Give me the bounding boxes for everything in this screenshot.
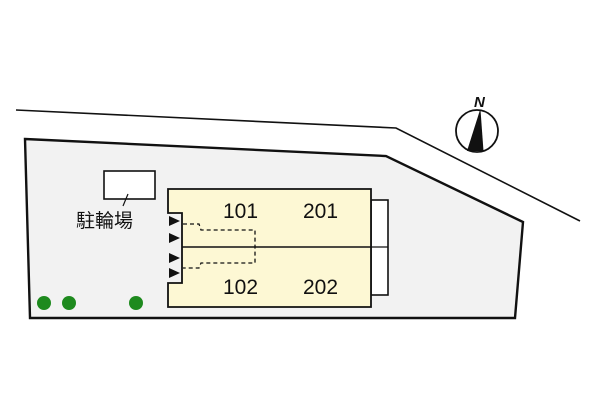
tree-icon bbox=[129, 296, 143, 310]
unit-201-label: 201 bbox=[303, 200, 338, 223]
bicycle-parking-label: 駐輪場 bbox=[76, 210, 133, 232]
tree-icons bbox=[37, 296, 143, 310]
north-label: N bbox=[474, 94, 486, 111]
unit-202-label: 202 bbox=[303, 276, 338, 299]
bicycle-parking-leader bbox=[122, 193, 129, 207]
unit-102-label: 102 bbox=[223, 276, 258, 299]
tree-icon bbox=[62, 296, 76, 310]
bicycle-parking-area bbox=[103, 170, 156, 200]
entrance-arrow-icons bbox=[169, 216, 180, 278]
north-compass-icon: N bbox=[455, 94, 499, 153]
tree-icon bbox=[37, 296, 51, 310]
corridor-path bbox=[183, 223, 256, 269]
unit-101-label: 101 bbox=[223, 200, 258, 223]
road-boundary bbox=[15, 109, 581, 222]
building bbox=[167, 188, 372, 308]
